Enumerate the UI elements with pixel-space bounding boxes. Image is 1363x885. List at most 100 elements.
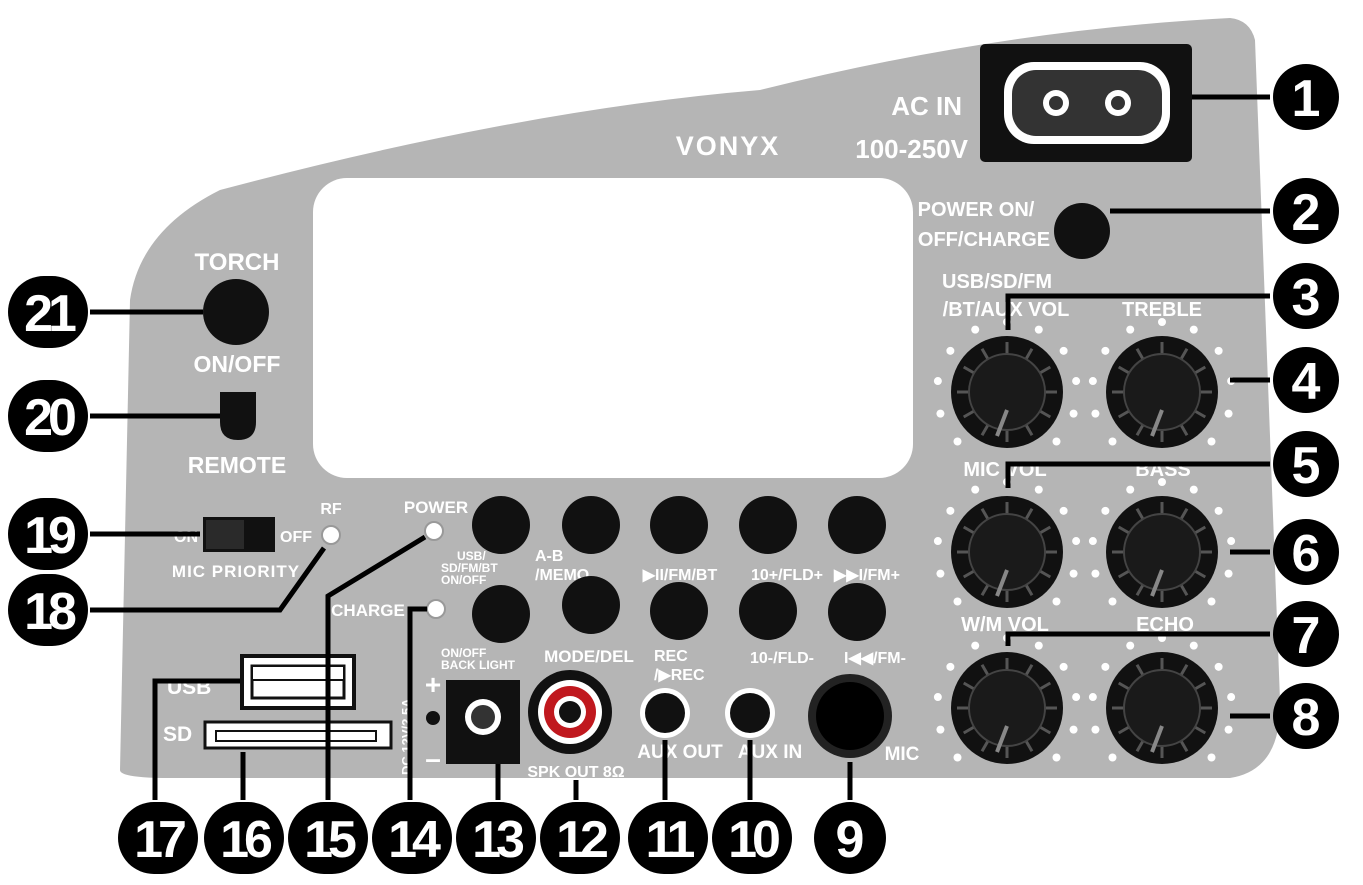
- power-button[interactable]: [1054, 203, 1110, 259]
- svg-text:7: 7: [1292, 607, 1321, 665]
- brand-logo: VONYX: [676, 131, 781, 161]
- svg-text:14: 14: [388, 811, 441, 869]
- knob-scale-dot: [1101, 506, 1110, 515]
- callout-18: 18: [8, 574, 88, 646]
- callout-12: 12: [540, 802, 620, 874]
- mic-jack[interactable]: [808, 674, 892, 758]
- btn-top-5-label: ▶▶I/FM+: [833, 567, 900, 584]
- knob-scale-dot: [1189, 325, 1198, 334]
- sd-card-slot[interactable]: [203, 720, 393, 750]
- torch-button[interactable]: [203, 279, 269, 345]
- aux-in-jack[interactable]: [725, 688, 775, 738]
- svg-text:2: 2: [1292, 184, 1321, 242]
- knob-scale-dot: [1224, 725, 1233, 734]
- treble-knob-label: TREBLE: [1122, 299, 1202, 321]
- usb-port[interactable]: [240, 654, 356, 710]
- svg-text:6: 6: [1292, 525, 1321, 583]
- knob-scale-dot: [1034, 485, 1043, 494]
- aux-out-jack[interactable]: [640, 688, 690, 738]
- play-pause-button[interactable]: [650, 496, 708, 554]
- knob-scale-dot: [1126, 641, 1135, 650]
- btn-top-4-label: 10+/FLD+: [751, 567, 823, 584]
- sd-slot-label: SD: [163, 723, 192, 746]
- svg-text:4: 4: [1292, 353, 1321, 411]
- on-off-label: ON/OFF: [194, 351, 281, 377]
- spk-out-label: SPK OUT 8Ω: [527, 764, 624, 781]
- knob-scale-dot: [936, 409, 945, 418]
- folder-down-button[interactable]: [739, 582, 797, 640]
- charge-led: [426, 599, 446, 619]
- folder-up-button[interactable]: [739, 496, 797, 554]
- btn-bot-2-label: MODE/DEL: [544, 647, 634, 666]
- btn-bot-5-label: I◀◀/FM-: [844, 650, 906, 667]
- treble-knob[interactable]: [1088, 318, 1236, 448]
- knob-scale-dot: [1052, 753, 1061, 762]
- rf-led: [321, 525, 341, 545]
- knob-scale-dot: [1072, 377, 1081, 386]
- knob-scale-dot: [1214, 662, 1223, 671]
- knob-scale-dot: [1224, 409, 1233, 418]
- aux-out-label: AUX OUT: [637, 742, 723, 763]
- mode-del-button[interactable]: [562, 576, 620, 634]
- callout-14: 14: [372, 802, 452, 874]
- knob-scale-dot: [1072, 537, 1081, 546]
- knob-scale-dot: [971, 325, 980, 334]
- callout-5: 5: [1273, 431, 1339, 497]
- vol-knob-label-1: USB/SD/FM: [942, 271, 1052, 293]
- knob-scale-dot: [953, 437, 962, 446]
- remote-switch[interactable]: [220, 392, 256, 440]
- power-led: [424, 521, 444, 541]
- mic-label: MIC: [885, 744, 920, 765]
- callout-6: 6: [1273, 519, 1339, 585]
- btn-bot-1-l1: ON/OFF: [441, 646, 486, 660]
- btn-top-1-l2: SD/FM/BT: [441, 561, 498, 575]
- svg-text:19: 19: [24, 507, 75, 565]
- callout-lines: [90, 94, 1270, 800]
- knob-scale-dot: [1214, 506, 1223, 515]
- knob-scale-dot: [1091, 725, 1100, 734]
- btn-bot-3-l2: /▶REC: [654, 667, 705, 684]
- svg-text:10: 10: [728, 811, 779, 869]
- dc-polarity-icon: [426, 711, 440, 725]
- aux-in-label: AUX IN: [738, 742, 802, 763]
- rec-button[interactable]: [650, 582, 708, 640]
- knob-scale-dot: [936, 569, 945, 578]
- backlight-button[interactable]: [472, 585, 530, 643]
- usb-sd-fm-bt-button[interactable]: [472, 496, 530, 554]
- power-led-label: POWER: [404, 498, 468, 517]
- knob-scale-dot: [1108, 753, 1117, 762]
- knob-scale-dot: [1069, 725, 1078, 734]
- echo-knob[interactable]: [1088, 634, 1236, 764]
- svg-text:16: 16: [220, 811, 272, 869]
- callout-13: 13: [456, 802, 536, 874]
- callout-16: 16: [204, 802, 284, 874]
- speaker-out-jack[interactable]: [528, 670, 612, 754]
- knob-scale-dot: [1059, 346, 1068, 355]
- ac-in-socket[interactable]: [980, 44, 1192, 162]
- next-button[interactable]: [828, 496, 886, 554]
- svg-text:20: 20: [24, 389, 75, 447]
- knob-scale-dot: [971, 485, 980, 494]
- knob-scale-dot: [953, 753, 962, 762]
- bass-knob[interactable]: [1088, 478, 1236, 608]
- callout-19: 19: [8, 498, 88, 570]
- dc-power-jack[interactable]: [446, 680, 520, 764]
- master-volume-knob[interactable]: [933, 318, 1081, 448]
- knob-scale-dot: [1072, 693, 1081, 702]
- svg-text:13: 13: [472, 811, 524, 869]
- knob-scale-dot: [1101, 662, 1110, 671]
- callout-numbers: 1 2 3 4 5 6 7 8 9 10 11 12 13 14 15 16 1…: [8, 64, 1339, 874]
- knob-scale-dot: [1207, 753, 1216, 762]
- mic-volume-knob[interactable]: [933, 478, 1081, 608]
- knob-scale-dot: [946, 346, 955, 355]
- knob-scale-dot: [1101, 346, 1110, 355]
- prev-button[interactable]: [828, 583, 886, 641]
- power-button-label-2: OFF/CHARGE: [918, 229, 1050, 251]
- svg-text:11: 11: [646, 811, 695, 869]
- knob-scale-dot: [1126, 485, 1135, 494]
- knob-scale-dot: [1091, 569, 1100, 578]
- knob-scale-dot: [1059, 662, 1068, 671]
- ab-memo-button[interactable]: [562, 496, 620, 554]
- wireless-mic-volume-knob[interactable]: [933, 634, 1081, 764]
